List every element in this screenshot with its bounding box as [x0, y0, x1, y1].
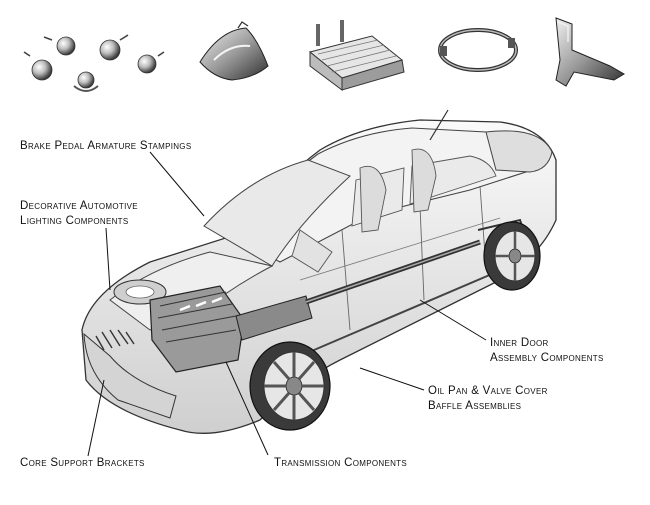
- front-wheel: [249, 341, 331, 431]
- label-inner-door-assembly: Inner Door Assembly Components: [490, 336, 604, 366]
- leader-core-support: [87, 379, 105, 457]
- label-decorative-automotive-lighting: Decorative Automotive Lighting Component…: [20, 199, 138, 229]
- label-text-line1: Inner Door: [490, 337, 549, 349]
- headlight-ring: [438, 28, 518, 72]
- label-text-line2: Lighting Components: [20, 215, 129, 227]
- leader-brake-pedal: [149, 151, 205, 217]
- label-core-support-brackets: Core Support Brackets: [20, 456, 145, 471]
- lighting-components-cluster: [23, 34, 165, 92]
- label-text: Transmission Components: [274, 457, 407, 469]
- label-text-line2: Assembly Components: [490, 352, 604, 364]
- car-illustration: [81, 109, 557, 434]
- label-transmission-components: Transmission Components: [274, 456, 407, 471]
- label-text: Brake Pedal Armature Stampings: [20, 140, 192, 152]
- label-oil-pan-valve-cover-baffle: Oil Pan & Valve Cover Baffle Assemblies: [428, 384, 548, 414]
- label-text: Core Support Brackets: [20, 457, 145, 469]
- label-text-line1: Decorative Automotive: [20, 200, 138, 212]
- leader-oil-pan: [359, 367, 425, 391]
- label-brake-pedal-armature-stampings: Brake Pedal Armature Stampings: [20, 139, 191, 154]
- leader-decorative-lighting: [105, 227, 111, 291]
- label-text-line2: Baffle Assemblies: [428, 400, 522, 412]
- baffle-stamping: [199, 21, 269, 81]
- pedal-armature-bracket: [555, 17, 625, 87]
- leader-inner-door: [419, 299, 487, 341]
- leader-lines: [87, 151, 487, 457]
- oil-pan-baffle-assembly: [308, 20, 405, 91]
- leader-transmission: [225, 361, 269, 456]
- label-text-line1: Oil Pan & Valve Cover: [428, 385, 548, 397]
- rear-wheel: [483, 221, 541, 291]
